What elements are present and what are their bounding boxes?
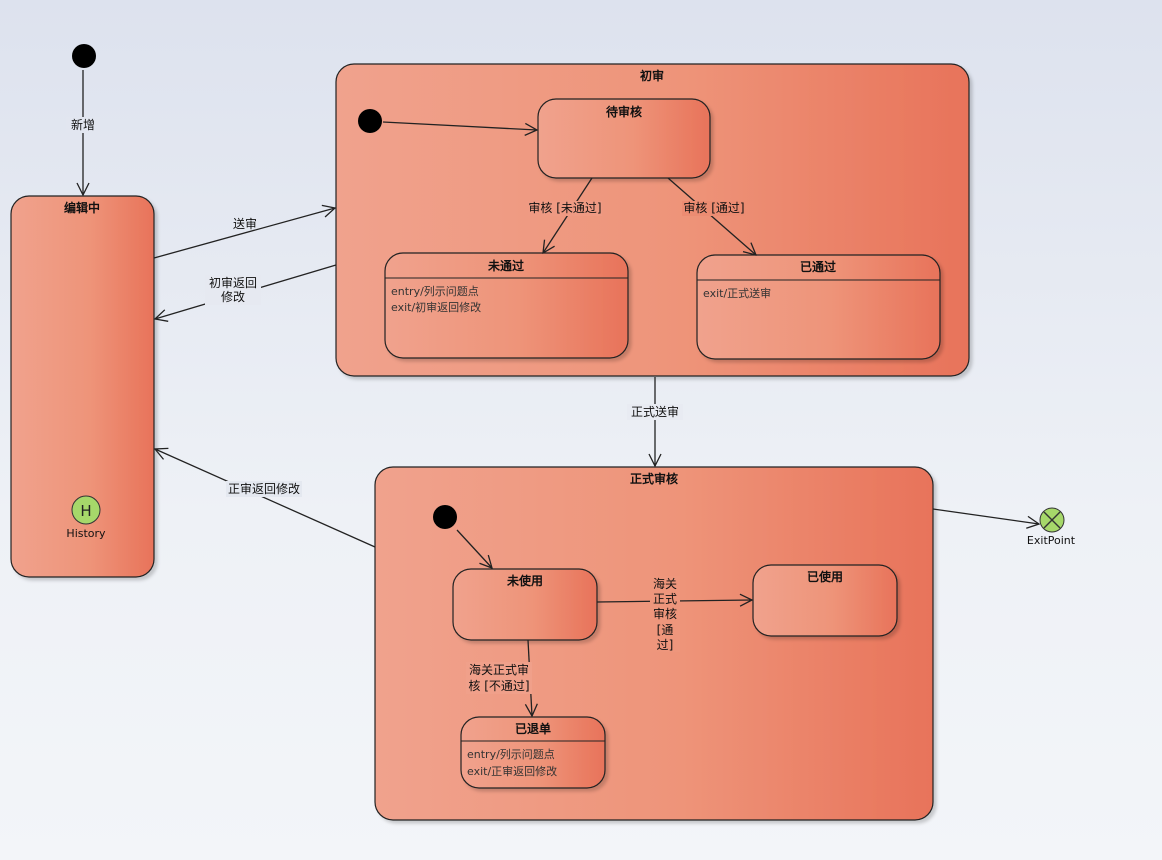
state-used-title: 已使用 [807,569,843,584]
state-rejected-exit: exit/初审返回修改 [391,300,481,314]
state-editing[interactable]: 编辑中 H History [10,195,155,578]
exit-point-label: ExitPoint [1027,534,1076,547]
initial-node-main [72,44,96,68]
history-label: History [66,527,106,540]
transition-customs-pass-l3: 审核 [653,606,677,621]
state-approved-title: 已通过 [800,259,836,274]
transition-customs-pass-l4: [通 [657,623,674,637]
initial-node-first-review [358,109,382,133]
state-used[interactable]: 已使用 [752,564,898,637]
transition-formal-return [155,449,376,548]
state-rejected-entry: entry/列示问题点 [391,284,479,298]
state-rejected-title: 未通过 [487,258,524,273]
state-approved[interactable]: 已通过 exit/正式送审 [696,254,941,360]
state-returned[interactable]: 已退单 entry/列示问题点 exit/正审返回修改 [460,716,606,789]
exit-point: ExitPoint [1027,507,1076,547]
state-first-review-title: 初审 [640,68,664,83]
initial-node-formal-review [433,505,457,529]
state-editing-title: 编辑中 [63,200,100,215]
transition-customs-pass-l2: 正式 [653,592,677,606]
transition-first-return-label-2: 修改 [221,289,245,304]
transition-customs-pass-l1: 海关 [653,576,677,591]
transition-review-pass-label: 审核 [通过] [683,200,744,215]
state-unused[interactable]: 未使用 [452,568,598,641]
transition-formal-initial [456,529,492,568]
transition-add-label: 新增 [71,117,95,132]
state-returned-exit: exit/正审返回修改 [467,764,557,778]
transition-review-pass [667,177,756,255]
transition-review-fail-label: 审核 [未通过] [528,200,601,215]
transition-submit-label: 送审 [233,216,257,231]
state-formal-review[interactable]: 正式审核 未使用 已使用 已退单 entry/列示问题点 exit/正审返回修改… [374,466,934,821]
transition-customs-pass-l5: 过] [657,638,674,652]
transition-first-return-label-1: 初审返回 [209,275,257,290]
history-symbol: H [80,502,91,520]
transition-first-initial [382,121,537,130]
state-rejected[interactable]: 未通过 entry/列示问题点 exit/初审返回修改 [384,252,629,359]
state-pending[interactable]: 待审核 [537,98,711,179]
transition-formal-submit-label: 正式送审 [631,404,679,419]
history-node: H History [66,495,106,540]
transition-customs-fail-l1: 海关正式审 [469,662,529,677]
state-formal-review-title: 正式审核 [630,471,678,486]
transition-submit [153,208,335,259]
state-unused-title: 未使用 [506,573,543,588]
transition-customs-fail-l2: 核 [不通过] [468,679,529,693]
state-returned-title: 已退单 [515,721,551,736]
transition-formal-return-label: 正审返回修改 [228,481,300,496]
state-first-review[interactable]: 初审 待审核 未通过 entry/列示问题点 exit/初审返回修改 已通过 e… [335,63,970,377]
state-approved-exit: exit/正式送审 [703,286,771,300]
state-returned-entry: entry/列示问题点 [467,747,555,761]
transition-exit [932,508,1039,524]
state-pending-title: 待审核 [606,104,642,119]
